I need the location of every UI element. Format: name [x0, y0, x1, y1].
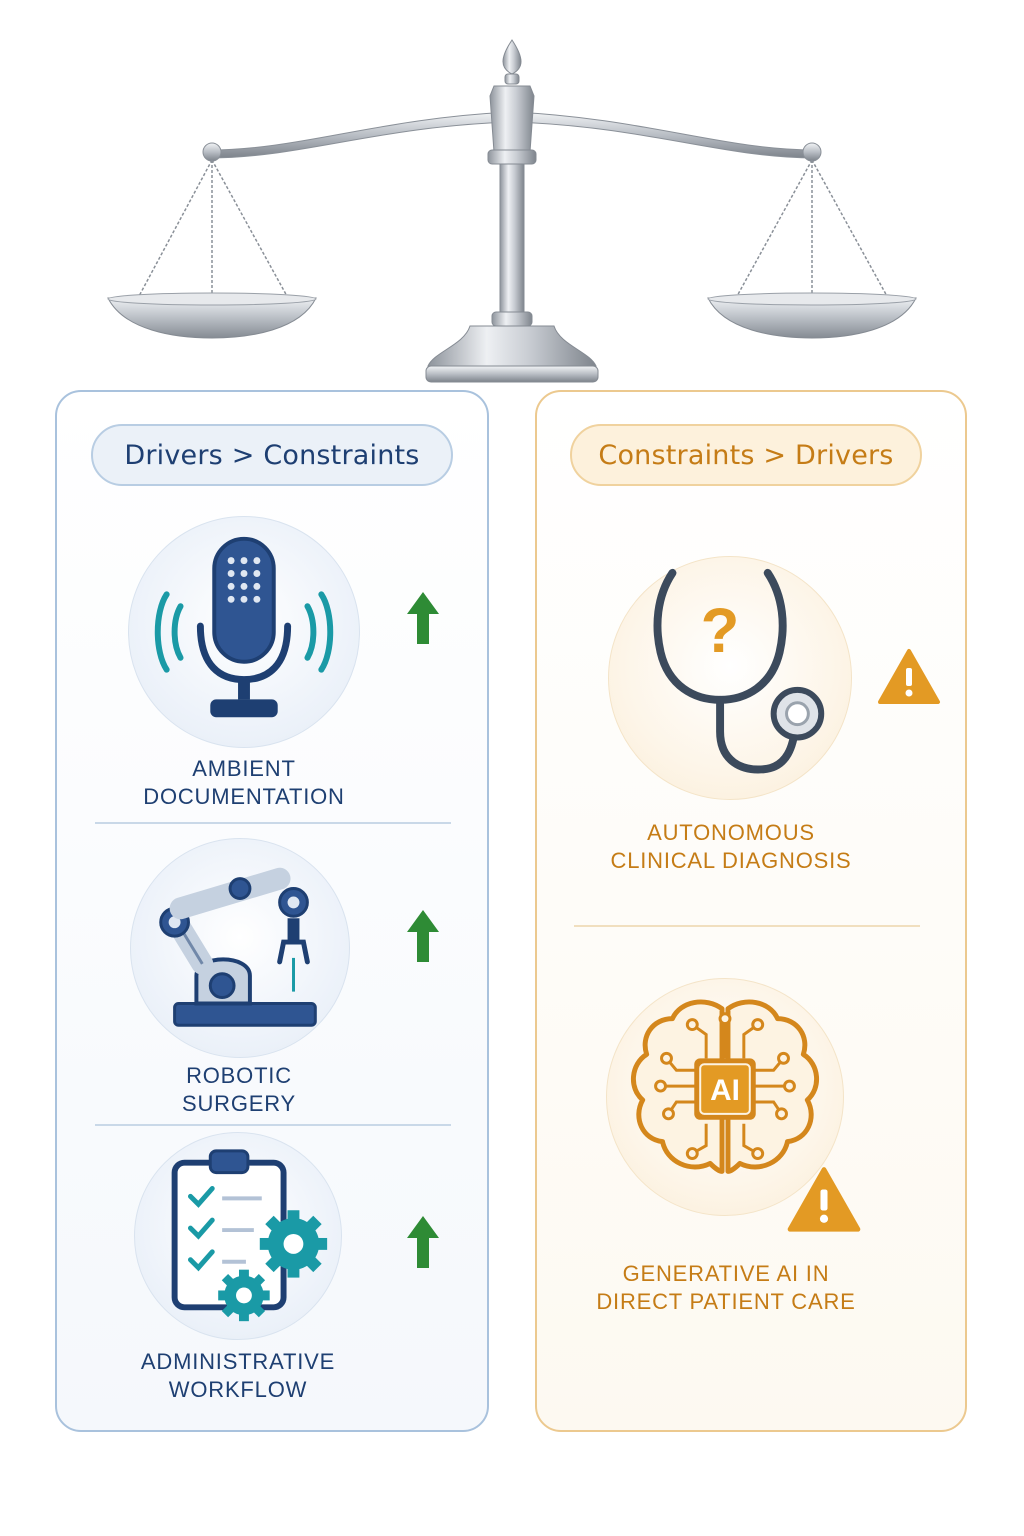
drivers-header: Drivers > Constraints — [91, 424, 453, 486]
autonomous-clinical-diagnosis-label: AUTONOMOUS CLINICAL DIAGNOSIS — [610, 820, 852, 873]
ambient-documentation-label: AMBIENT DOCUMENTATION — [143, 756, 345, 809]
up-arrow-icon — [405, 1214, 441, 1270]
divider — [95, 1124, 451, 1126]
robotic-surgery-label: ROBOTIC SURGERY — [182, 1063, 296, 1116]
robotic-arm-icon — [130, 838, 350, 1058]
up-arrow-icon — [405, 908, 441, 964]
microphone-icon — [128, 516, 360, 748]
stethoscope-question-icon: ? — [608, 556, 852, 800]
clipboard-gears-icon — [134, 1132, 342, 1340]
administrative-workflow-label: ADMINISTRATIVE WORKFLOW — [140, 1349, 336, 1402]
ai-brain-icon: AI — [606, 978, 844, 1216]
divider — [95, 822, 451, 824]
warning-icon — [877, 648, 941, 706]
generative-ai-direct-patient-care-label: GENERATIVE AI IN DIRECT PATIENT CARE — [596, 1261, 856, 1314]
balance-scale-icon — [0, 0, 1024, 400]
constraints-header: Constraints > Drivers — [570, 424, 922, 486]
question-mark: ? — [701, 596, 740, 666]
divider — [574, 925, 920, 927]
ai-chip-text: AI — [710, 1074, 740, 1107]
warning-icon — [786, 1166, 862, 1234]
up-arrow-icon — [405, 590, 441, 646]
